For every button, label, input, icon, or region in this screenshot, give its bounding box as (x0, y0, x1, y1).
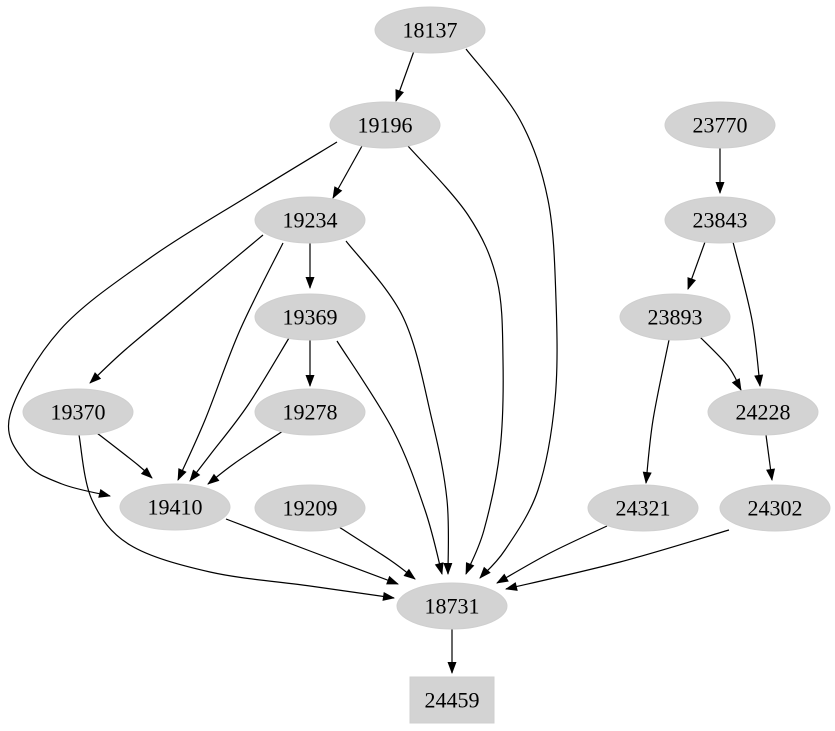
node-ellipse-24321 (587, 484, 699, 532)
node-ellipse-19196 (329, 101, 441, 149)
graph-node-18137: 18137 (374, 6, 486, 54)
graph-node-19234: 19234 (254, 196, 366, 244)
graph-edge-19234-19410 (177, 242, 284, 481)
graph-edge-19369-18731 (336, 340, 444, 575)
graph-edge-24321-18731 (496, 525, 608, 584)
graph-node-19369: 19369 (254, 293, 366, 341)
graph-edge-19234-18731 (345, 240, 453, 575)
graph-edge-19370-18731 (78, 434, 395, 601)
node-ellipse-23843 (664, 196, 776, 244)
node-label-24228: 24228 (736, 399, 791, 424)
graph-node-19278: 19278 (254, 388, 366, 436)
node-ellipse-19410 (119, 483, 231, 531)
node-label-24459: 24459 (425, 687, 480, 712)
edges-layer (8, 48, 776, 674)
graph-edge-19234-19370 (89, 234, 264, 384)
node-label-19278: 19278 (283, 399, 338, 424)
graph-edge-23843-23893 (687, 241, 706, 290)
node-label-19209: 19209 (283, 495, 338, 520)
graph-edge-23893-24228 (698, 335, 742, 391)
node-label-18137: 18137 (403, 17, 458, 42)
node-label-23843: 23843 (693, 207, 748, 232)
graph-node-19410: 19410 (119, 483, 231, 531)
graph-edge-19410-18731 (225, 518, 399, 585)
graph-node-24302: 24302 (719, 484, 831, 532)
node-ellipse-19369 (254, 293, 366, 341)
node-label-19196: 19196 (358, 112, 413, 137)
graph-edge-19196-19410 (8, 141, 338, 498)
graph-node-23770: 23770 (664, 101, 776, 149)
node-ellipse-23893 (619, 293, 731, 341)
node-ellipse-18137 (374, 6, 486, 54)
graph-edge-18137-18731 (465, 48, 558, 579)
node-ellipse-19278 (254, 388, 366, 436)
graph-edge-23893-24321 (642, 339, 670, 484)
node-label-18731: 18731 (425, 593, 480, 618)
graph-edge-19196-18731 (407, 145, 504, 575)
node-label-23770: 23770 (693, 112, 748, 137)
node-ellipse-19370 (22, 388, 134, 436)
node-label-19370: 19370 (51, 399, 106, 424)
graph-node-19196: 19196 (329, 101, 441, 149)
graph-node-18731: 18731 (396, 582, 508, 630)
graph-node-24321: 24321 (587, 484, 699, 532)
nodes-layer: 18137 19196 23770 19234 23843 19369 23893 19370… (22, 6, 831, 724)
node-label-19234: 19234 (283, 207, 338, 232)
graph-node-23893: 23893 (619, 293, 731, 341)
graph-node-19209: 19209 (254, 484, 366, 532)
graph-node-24459: 24459 (409, 676, 495, 724)
node-ellipse-23770 (664, 101, 776, 149)
graph-edge-23843-24228 (732, 241, 764, 387)
node-ellipse-24228 (707, 388, 819, 436)
graph-edge-19278-19410 (207, 430, 284, 485)
graph-node-23843: 23843 (664, 196, 776, 244)
node-ellipse-19234 (254, 196, 366, 244)
node-label-24302: 24302 (748, 495, 803, 520)
graph-edge-19369-19410 (189, 337, 290, 482)
node-ellipse-18731 (396, 582, 508, 630)
graph-node-24228: 24228 (707, 388, 819, 436)
node-ellipse-24302 (719, 484, 831, 532)
graph-node-19370: 19370 (22, 388, 134, 436)
graph-edge-19209-18731 (338, 526, 416, 580)
node-label-24321: 24321 (616, 495, 671, 520)
node-label-19369: 19369 (283, 304, 338, 329)
node-label-19410: 19410 (148, 494, 203, 519)
graph-edge-24302-18731 (505, 529, 730, 591)
graph-edge-18137-19196 (395, 50, 415, 102)
node-rect-24459 (409, 676, 495, 724)
graph-edge-19370-19410 (96, 432, 153, 479)
graph-edge-24228-24302 (765, 434, 776, 481)
node-label-23893: 23893 (648, 304, 703, 329)
graph-edge-19196-19234 (332, 145, 363, 199)
node-ellipse-19209 (254, 484, 366, 532)
